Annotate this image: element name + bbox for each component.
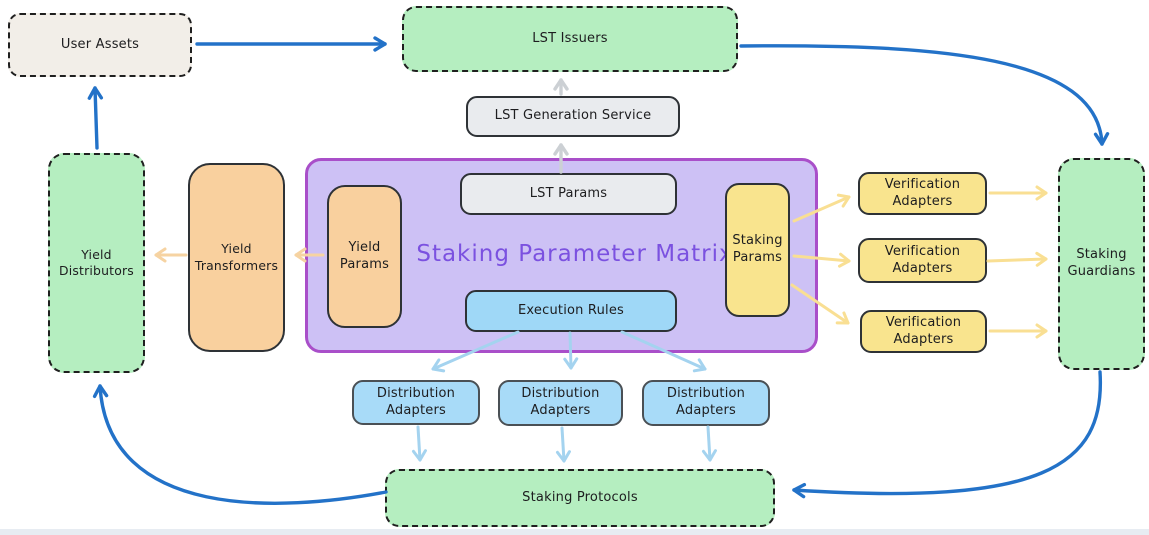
node-lst-issuers: LST Issuers — [402, 6, 738, 72]
arrow-staking-guardians-to-staking-protocols — [792, 370, 1103, 499]
node-yield-params: Yield Params — [327, 185, 402, 328]
matrix-title: Staking Parameter Matrix — [416, 241, 734, 267]
distribution-adapters-2-label: Distribution Adapters — [521, 386, 600, 418]
arrow-distribution-adapters-2-to-staking-protocols — [555, 426, 571, 463]
node-verification-adapters-2: Verification Adapters — [858, 238, 987, 283]
verification-adapters-2-label: Verification Adapters — [884, 243, 961, 276]
staking-protocols-label: Staking Protocols — [522, 489, 638, 505]
execution-rules-label: Execution Rules — [518, 302, 624, 318]
user-assets-label: User Assets — [60, 36, 140, 52]
node-distribution-adapters-3: Distribution Adapters — [642, 380, 770, 426]
node-staking-params: Staking Params — [725, 183, 790, 317]
lst-generation-service-label: LST Generation Service — [494, 108, 652, 124]
node-staking-protocols: Staking Protocols — [385, 469, 775, 527]
arrow-distribution-adapters-3-to-staking-protocols — [701, 425, 717, 462]
bottom-edge — [0, 529, 1149, 535]
arrow-verification-adapters-2-to-staking-guardians — [986, 251, 1048, 267]
yield-transformers-label: Yield Transformers — [194, 241, 279, 273]
node-lst-generation-service: LST Generation Service — [466, 96, 680, 137]
yield-distributors-label: Yield Distributors — [59, 246, 134, 278]
node-verification-adapters-3: Verification Adapters — [860, 310, 987, 353]
arrow-yield-distributors-to-user-assets — [87, 86, 104, 150]
node-verification-adapters-1: Verification Adapters — [858, 172, 987, 215]
lst-params-label: LST Params — [529, 185, 608, 201]
yield-params-label: Yield Params — [339, 239, 390, 272]
arrow-lst-issuers-to-staking-guardians — [739, 44, 1110, 146]
node-yield-distributors: Yield Distributors — [48, 153, 145, 373]
staking-params-label: Staking Params — [732, 233, 783, 265]
distribution-adapters-1-label: Distribution Adapters — [376, 385, 456, 418]
node-staking-guardians: Staking Guardians — [1058, 158, 1145, 370]
node-distribution-adapters-1: Distribution Adapters — [352, 380, 480, 425]
verification-adapters-1-label: Verification Adapters — [884, 176, 961, 209]
lst-issuers-label: LST Issuers — [532, 30, 608, 46]
arrow-distribution-adapters-1-to-staking-protocols — [411, 425, 427, 462]
node-execution-rules: Execution Rules — [465, 290, 677, 332]
verification-adapters-3-label: Verification Adapters — [885, 314, 962, 347]
distribution-adapters-3-label: Distribution Adapters — [666, 386, 746, 418]
node-lst-params: LST Params — [460, 173, 677, 215]
node-yield-transformers: Yield Transformers — [188, 163, 285, 352]
arrow-staking-protocols-to-yield-distributors — [92, 384, 388, 505]
staking-guardians-label: Staking Guardians — [1067, 247, 1136, 279]
node-distribution-adapters-2: Distribution Adapters — [498, 380, 623, 426]
node-user-assets: User Assets — [8, 13, 192, 77]
